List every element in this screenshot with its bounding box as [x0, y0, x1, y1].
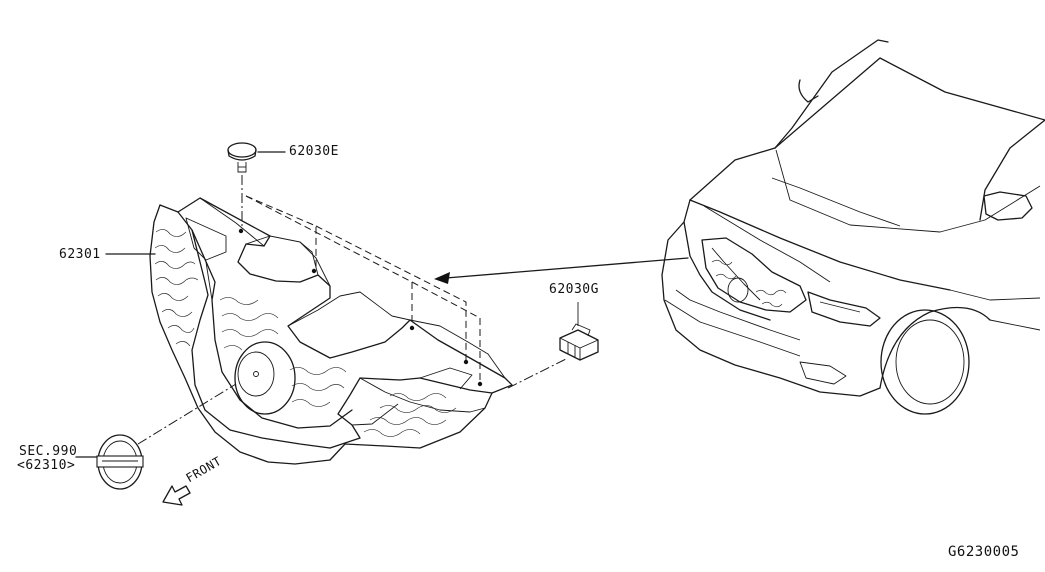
label-sec990: SEC.990	[19, 444, 78, 459]
label-62301: 62301	[59, 247, 101, 262]
reference-arrowhead-icon	[434, 272, 450, 284]
grille-assembly	[149, 197, 513, 465]
side-clip-icon	[559, 323, 599, 361]
label-62310: <62310>	[17, 458, 76, 473]
nissan-emblem-icon	[96, 434, 144, 490]
grille-mesh-left	[154, 229, 347, 407]
figure-id: G6230005	[948, 544, 1020, 560]
push-clip-icon	[227, 142, 257, 173]
clip-holes	[238, 228, 483, 387]
label-62030G: 62030G	[549, 282, 599, 297]
reference-arrow-line	[445, 257, 689, 279]
front-direction-arrow-icon	[162, 485, 191, 506]
grille-mesh-lower	[363, 393, 457, 437]
label-62030E: 62030E	[289, 144, 339, 159]
vehicle-illustration	[661, 39, 1045, 415]
